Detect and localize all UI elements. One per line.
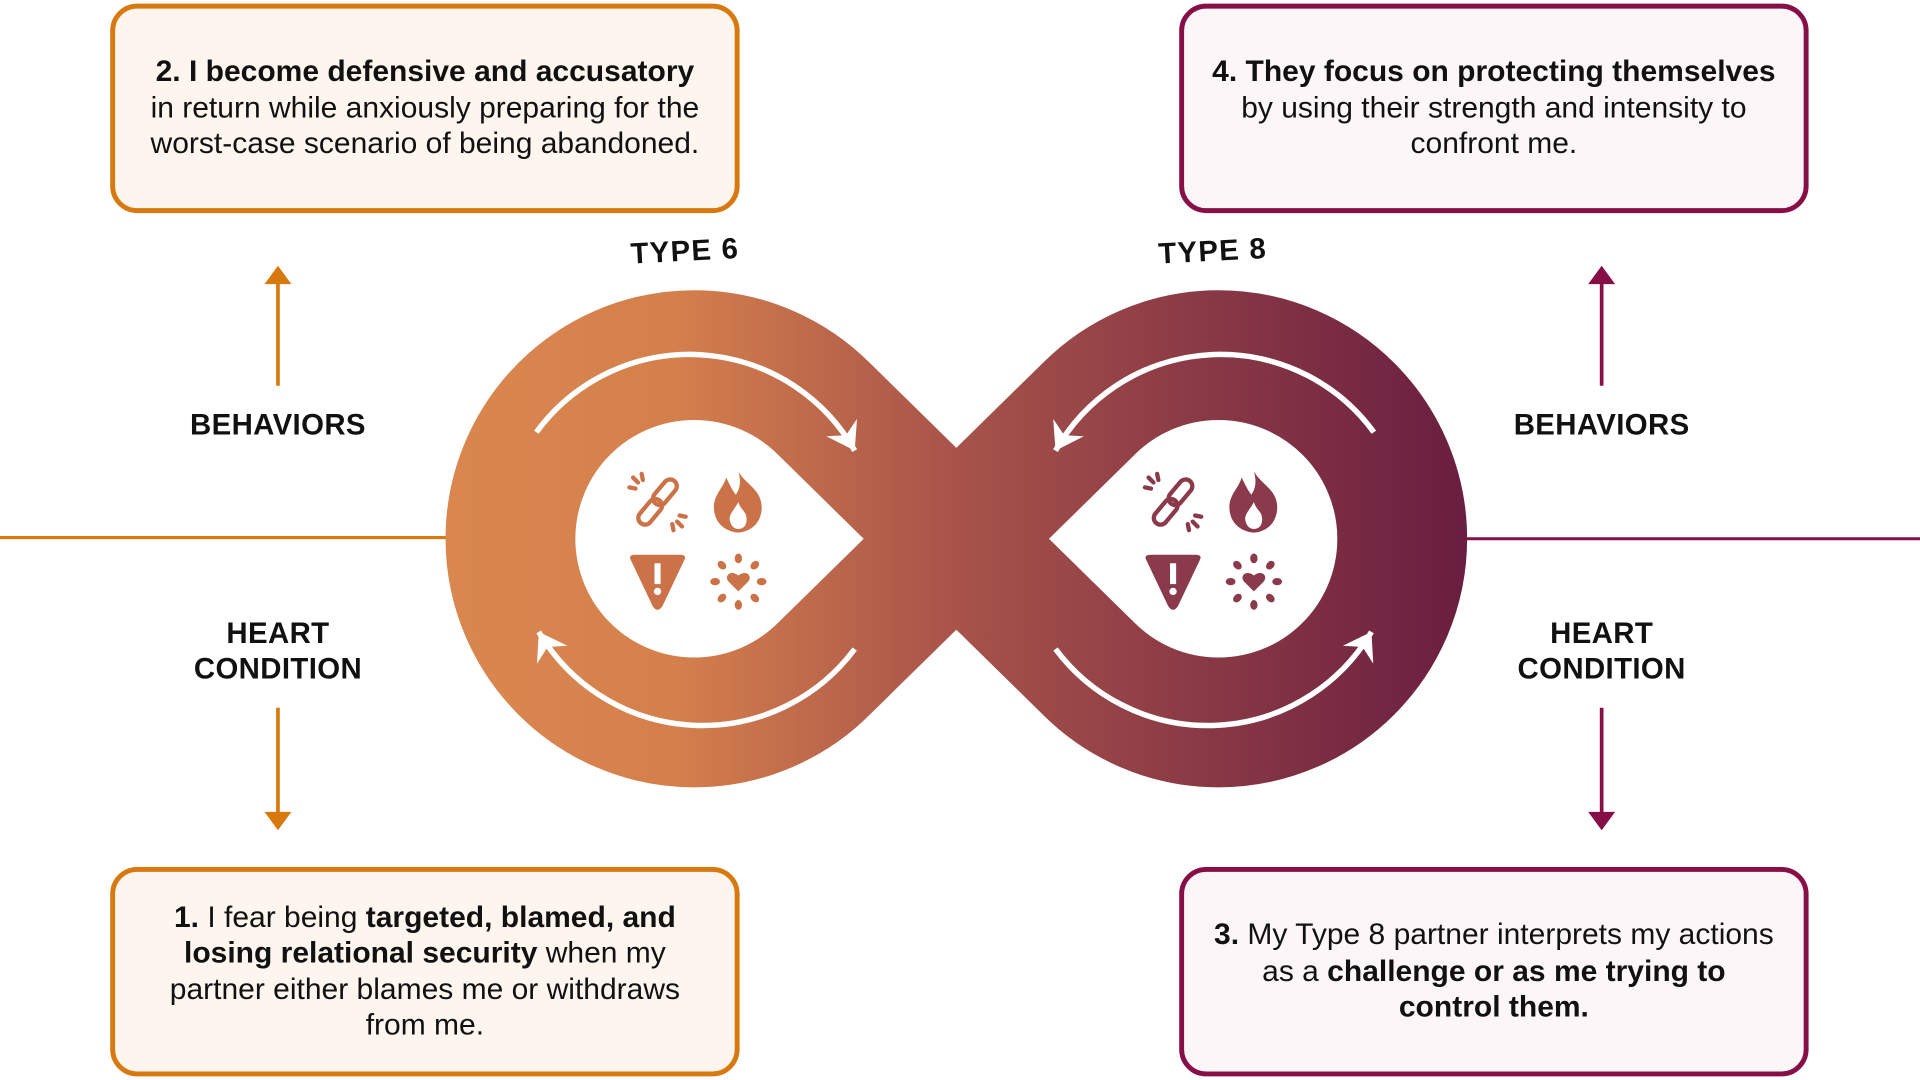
- bold-text: challenge or as me trying to control the…: [1327, 954, 1726, 1024]
- step-1-box: 1. I fear being targeted, blamed, and lo…: [110, 866, 740, 1077]
- step-4-box: 4. They focus on protecting themselves b…: [1179, 3, 1809, 214]
- flame-icon: [1229, 471, 1278, 533]
- broken-link-icon: [1142, 471, 1204, 533]
- heart-text: HEART: [1550, 617, 1654, 651]
- text: in return while anxiously preparing for …: [150, 91, 700, 161]
- behaviors-label-right: BEHAVIORS: [1513, 408, 1690, 443]
- bold-text: 3.: [1214, 918, 1240, 952]
- heart-text: HEART: [226, 617, 330, 651]
- arrow-down-right: [1588, 707, 1616, 831]
- bold-text: 2. I become defensive and accusatory: [155, 55, 695, 89]
- type-8-label: TYPE 8: [1157, 232, 1268, 271]
- condition-text: CONDITION: [1517, 652, 1686, 686]
- infinity-band: [445, 290, 1468, 788]
- text: My Type 8 partner interprets my actions …: [1239, 918, 1774, 988]
- heart-burst-icon: [1225, 553, 1283, 610]
- text: when my partner either blames me or with…: [169, 936, 680, 1043]
- cycle-arrow-right-bottom: [1053, 630, 1374, 729]
- warning-icon: [1145, 554, 1201, 610]
- arrow-up-right: [1588, 265, 1616, 386]
- cycle-arrow-left-bottom: [536, 630, 857, 729]
- behaviors-label-left: BEHAVIORS: [190, 408, 366, 443]
- arrow-down-left: [264, 707, 292, 831]
- heart-burst-icon: [710, 553, 767, 610]
- warning-icon: [630, 554, 686, 610]
- broken-link-icon: [627, 471, 688, 533]
- bold-text: targeted, blamed, and losing relational …: [183, 900, 676, 970]
- step-2-box: 2. I become defensive and accusatory in …: [110, 3, 740, 214]
- bold-text: 1.: [173, 900, 199, 934]
- flame-icon: [713, 471, 762, 533]
- cycle-arrow-right-top: [1053, 351, 1377, 452]
- bold-text: 4. They focus on protecting themselves: [1212, 55, 1776, 89]
- cycle-arrow-left-top: [534, 351, 858, 452]
- step-3-box: 3. My Type 8 partner interprets my actio…: [1179, 866, 1809, 1077]
- type-6-label: TYPE 6: [629, 232, 740, 271]
- text: I fear being: [198, 900, 366, 934]
- text: by using their strength and intensity to…: [1241, 91, 1747, 161]
- arrow-up-left: [264, 265, 292, 386]
- condition-text: CONDITION: [193, 652, 363, 686]
